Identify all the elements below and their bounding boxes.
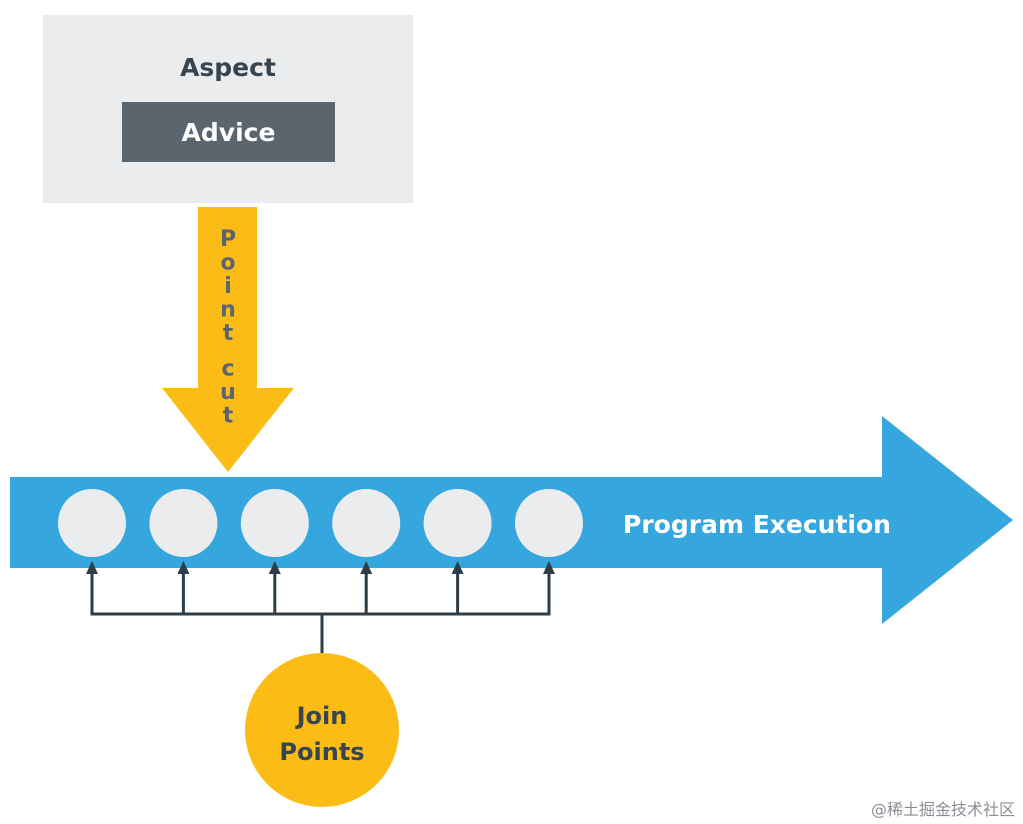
pointcut-letter: t <box>223 404 234 429</box>
pointcut-letter: c <box>221 357 234 382</box>
join-points-circle <box>245 653 399 807</box>
connector-arrowhead <box>86 561 98 574</box>
join-points-label-line1: Join <box>295 702 348 730</box>
pointcut-letter: P <box>220 227 236 252</box>
pointcut-arrow <box>162 207 294 472</box>
pointcut-letter: n <box>220 298 236 323</box>
pointcut-letter: i <box>224 274 232 299</box>
connector-arrowhead <box>543 561 555 574</box>
connector-arrowhead <box>268 561 281 574</box>
pointcut-letter: o <box>220 251 235 276</box>
aspect-box: Aspect Advice <box>43 15 413 203</box>
join-point <box>423 489 492 557</box>
connector-arrowhead <box>177 561 190 574</box>
join-point <box>58 489 126 557</box>
join-point <box>149 489 218 557</box>
join-point <box>515 489 583 557</box>
advice-label: Advice <box>181 117 276 147</box>
aspect-title: Aspect <box>180 53 276 82</box>
pointcut-letter: t <box>223 321 234 346</box>
join-point <box>240 489 309 557</box>
join-point-circles <box>58 489 583 557</box>
program-execution-label: Program Execution <box>623 510 891 539</box>
advice-box: Advice <box>122 102 335 162</box>
program-execution-arrow <box>10 416 1013 624</box>
join-point <box>332 489 401 557</box>
join-point-connectors <box>90 572 551 654</box>
join-points-label-line2: Points <box>279 738 364 766</box>
pointcut-letter: u <box>220 380 236 405</box>
watermark: @稀土掘金技术社区 <box>870 800 1015 819</box>
connector-arrowheads <box>86 561 555 574</box>
connector-arrowhead <box>451 561 464 574</box>
connector-arrowhead <box>360 561 373 574</box>
